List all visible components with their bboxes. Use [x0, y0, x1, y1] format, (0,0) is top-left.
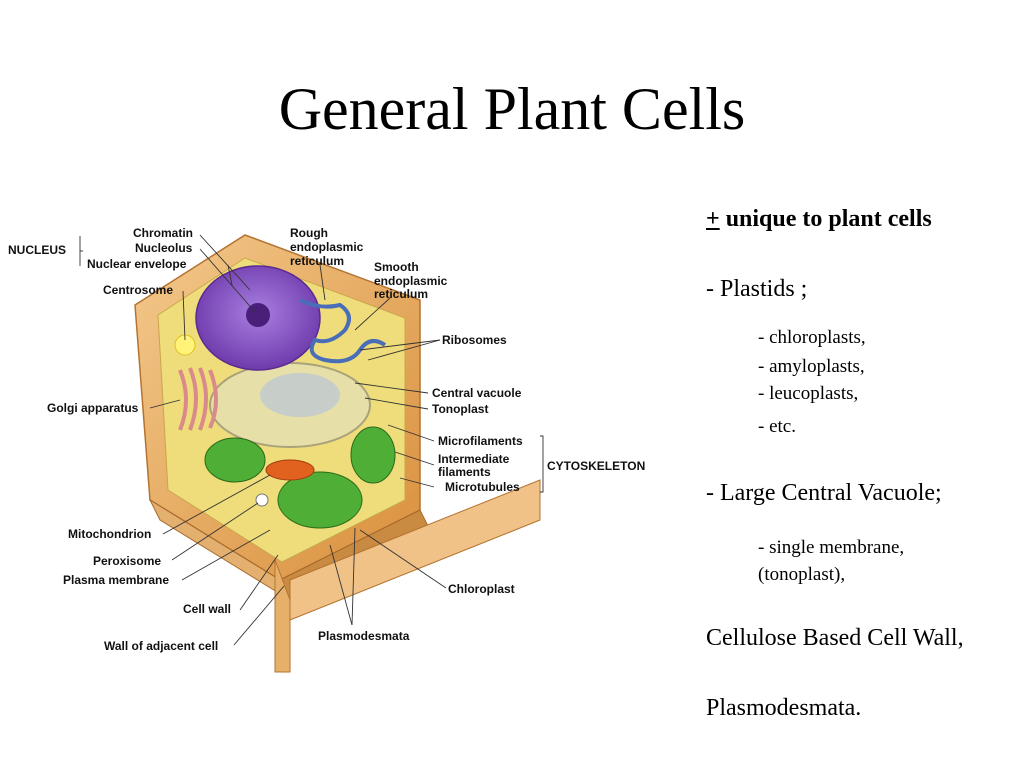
notes-plasmodesmata: Plasmodesmata. — [706, 695, 862, 721]
plastid-item-1: - chloroplasts, — [758, 327, 866, 348]
label-chromatin: Chromatin — [133, 226, 193, 240]
notes-heading-text: unique to plant cells — [719, 206, 932, 232]
vacuole-item-1: - single membrane, — [758, 537, 905, 558]
label-tonoplast: Tonoplast — [432, 402, 488, 416]
label-wall-adjacent-cell: Wall of adjacent cell — [104, 639, 218, 653]
label-nuclear-envelope: Nuclear envelope — [87, 257, 187, 271]
nucleus-shape — [195, 265, 321, 371]
notes-cell-wall: Cellulose Based Cell Wall, — [706, 625, 964, 651]
label-cytoskeleton: CYTOSKELETON — [547, 459, 645, 473]
chloroplast-shapes — [204, 426, 396, 529]
label-peroxisome: Peroxisome — [93, 554, 161, 568]
label-microfilaments: Microfilaments — [438, 434, 523, 448]
plus-minus-symbol: + — [706, 206, 720, 232]
label-mitochondrion: Mitochondrion — [68, 527, 151, 541]
label-golgi: Golgi apparatus — [47, 401, 139, 415]
label-rough-er-1: Rough — [290, 226, 328, 240]
label-rough-er-2: endoplasmic — [290, 240, 364, 254]
golgi-shape — [178, 367, 218, 431]
label-smooth-er-1: Smooth — [374, 260, 419, 274]
vacuole-item-2: (tonoplast), — [758, 564, 846, 585]
label-cell-wall: Cell wall — [183, 602, 231, 616]
label-microtubules: Microtubules — [445, 480, 520, 494]
peroxisome-shape — [255, 493, 269, 507]
label-chloroplast: Chloroplast — [448, 582, 515, 596]
label-rough-er-3: reticulum — [290, 254, 344, 268]
label-plasma-membrane: Plasma membrane — [63, 573, 169, 587]
mitochondrion-shape — [265, 459, 315, 481]
slide-title: General Plant Cells — [278, 76, 746, 142]
label-centrosome: Centrosome — [103, 283, 173, 297]
label-nucleolus: Nucleolus — [135, 241, 193, 255]
label-nucleus: NUCLEUS — [8, 243, 66, 257]
plastid-item-4: - etc. — [758, 416, 796, 437]
label-central-vacuole: Central vacuole — [432, 386, 522, 400]
label-ribosomes: Ribosomes — [442, 333, 507, 347]
label-intermediate-1: Intermediate — [438, 452, 510, 466]
plant-cell-diagram: NUCLEUS Chromatin Nucleolus Nuclear enve… — [8, 226, 645, 673]
label-intermediate-2: filaments — [438, 465, 491, 479]
leader-lines — [79, 234, 544, 646]
label-smooth-er-2: endoplasmic — [374, 274, 448, 288]
notes-plastids: - Plastids ; — [706, 276, 808, 302]
label-plasmodesmata: Plasmodesmata — [318, 629, 410, 643]
plastid-item-3: - leucoplasts, — [758, 383, 859, 404]
label-smooth-er-3: reticulum — [374, 287, 428, 301]
notes-vacuole: - Large Central Vacuole; — [706, 480, 942, 506]
notes-heading: + unique to plant cells — [706, 206, 932, 233]
plastid-item-2: - amyloplasts, — [758, 356, 865, 377]
